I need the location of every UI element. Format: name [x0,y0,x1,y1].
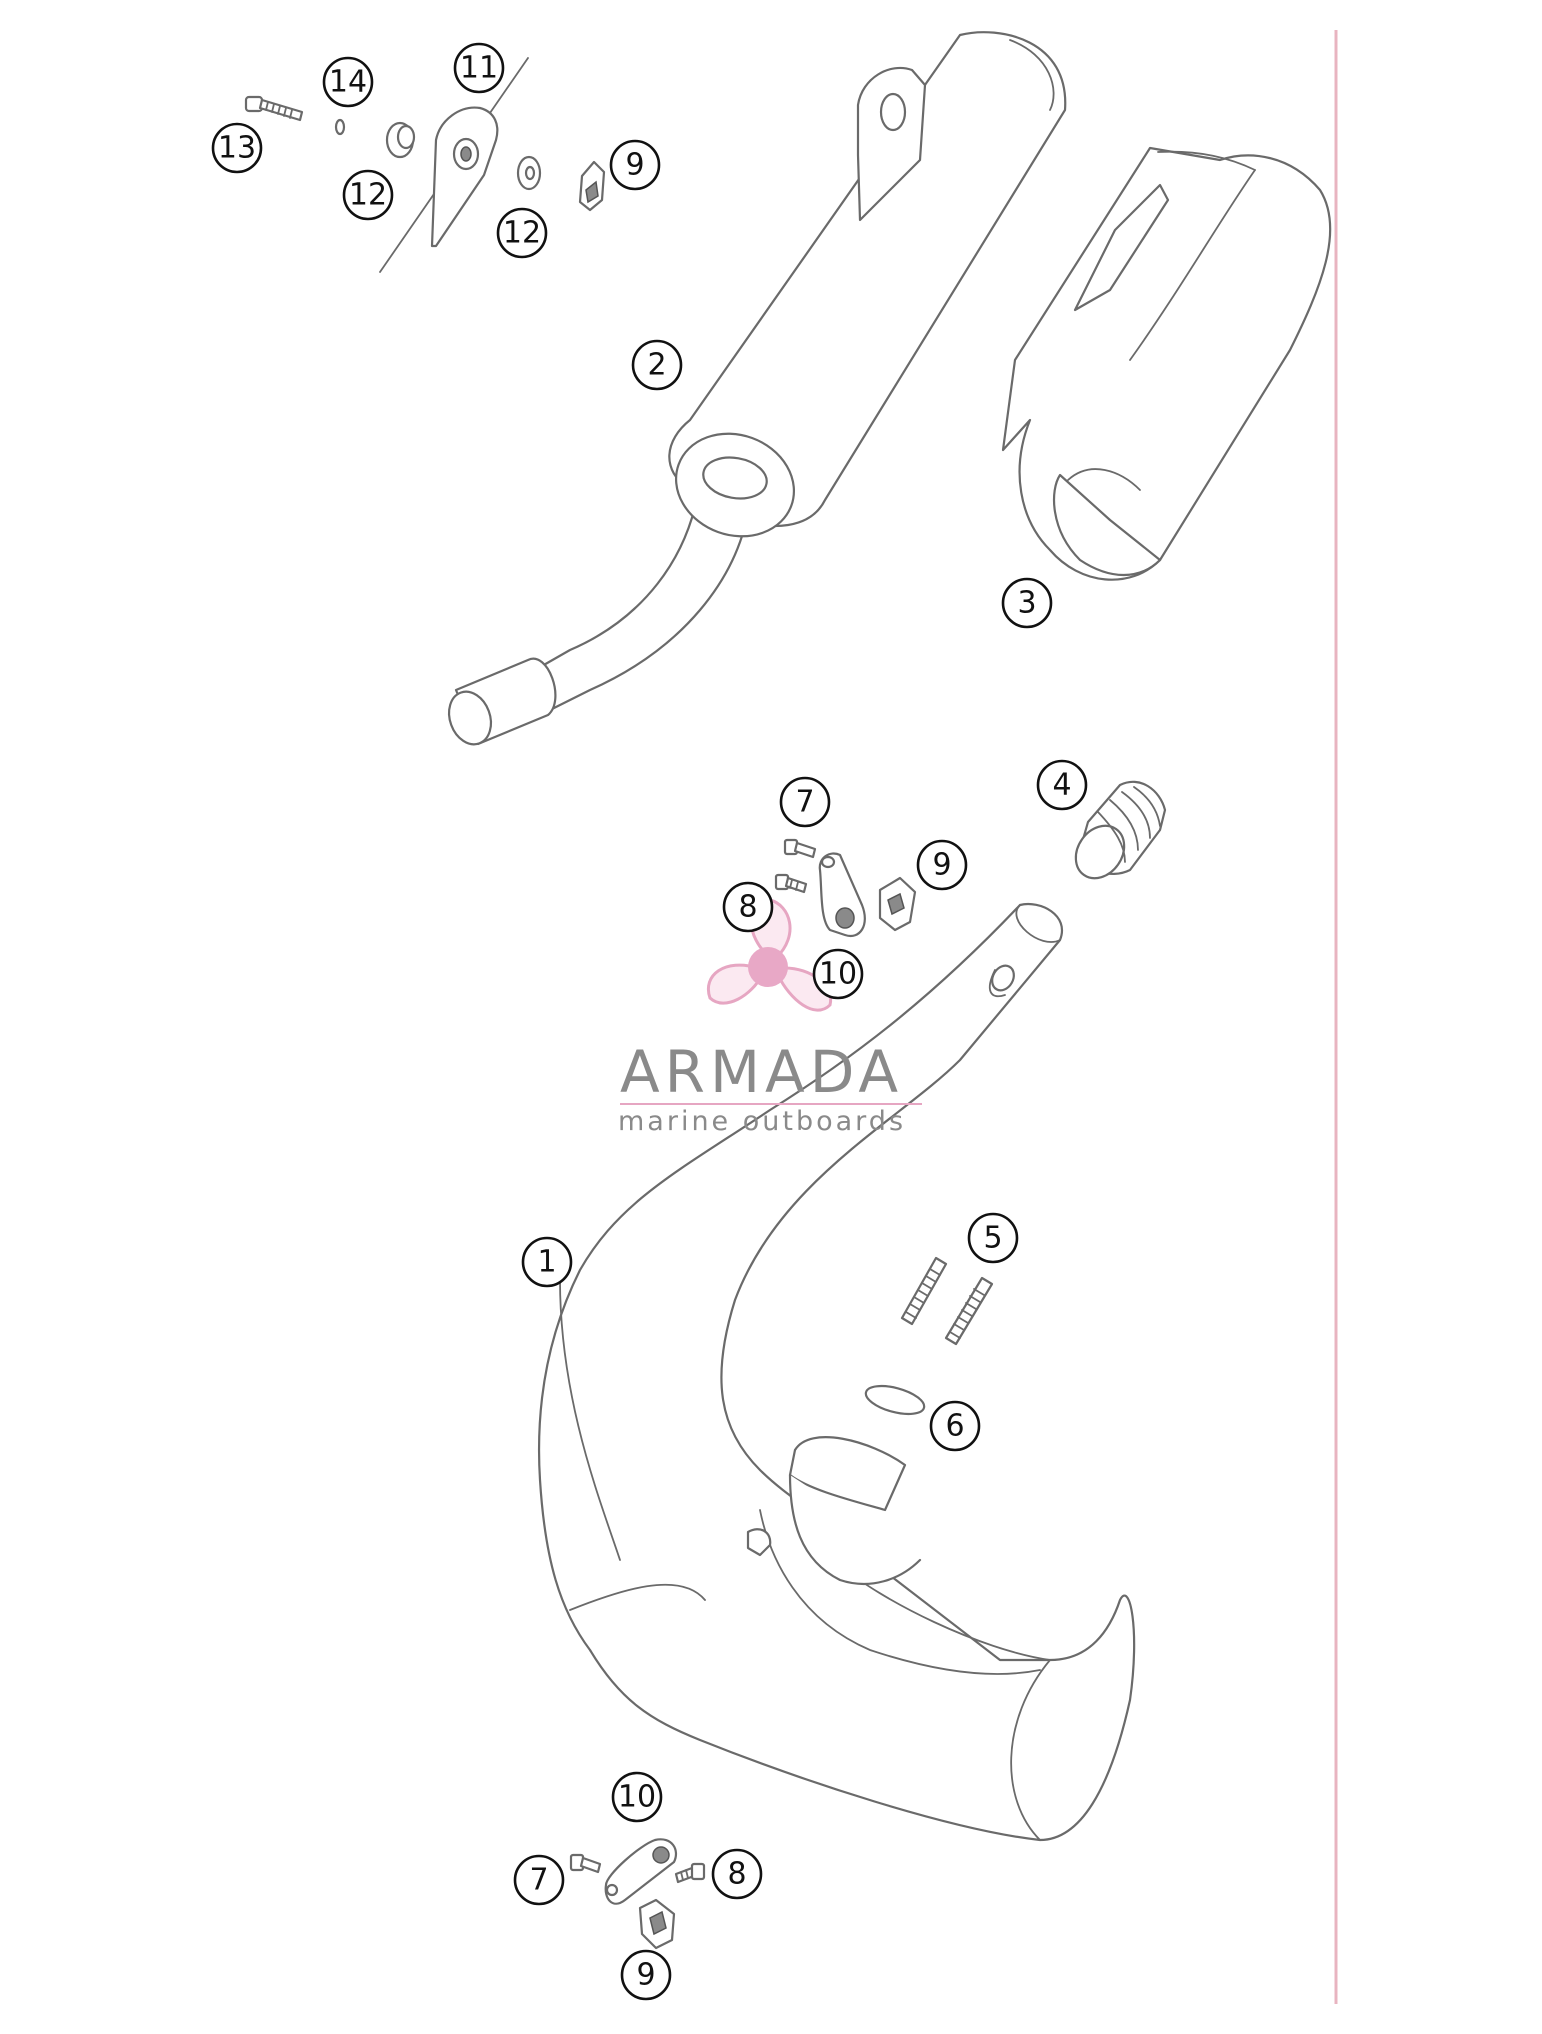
callout-1: 1 [521,1236,573,1288]
callout-10b: 10 [611,1771,663,1823]
svg-text:9: 9 [932,848,951,883]
clip-nut-9b [878,876,917,932]
svg-text:2: 2 [647,348,666,383]
svg-text:7: 7 [795,785,814,820]
callout-12a: 12 [342,169,394,221]
bushing-12a [385,121,416,159]
callout-13: 13 [211,122,263,174]
middle-hardware [774,838,917,938]
armada-logo: ARMADA marine outboards [618,898,922,1137]
silencer-mount-hardware [244,57,606,273]
svg-text:10: 10 [819,957,857,992]
svg-text:11: 11 [460,51,498,86]
svg-text:ARMADA: ARMADA [620,1038,903,1106]
bolt-7b [569,1853,602,1874]
svg-text:14: 14 [329,65,367,100]
svg-text:5: 5 [983,1221,1002,1256]
bolt-13 [244,95,304,122]
washer-14 [334,118,346,136]
bottom-hardware [569,1838,706,1950]
svg-text:7: 7 [529,1863,548,1898]
svg-text:1: 1 [537,1245,556,1280]
bracket-10a [818,852,866,938]
callout-5: 5 [967,1212,1019,1264]
callout-9a: 9 [609,139,661,191]
callout-7a: 7 [779,776,831,828]
clip-nut-9a [578,160,606,212]
svg-text:8: 8 [727,1857,746,1892]
bolt-7a [783,838,817,859]
svg-text:3: 3 [1017,586,1036,621]
callout-9c: 9 [620,1949,672,2001]
silencer-2 [447,31,1067,746]
callout-3: 3 [1001,577,1053,629]
svg-text:9: 9 [636,1958,655,1993]
callout-8b: 8 [711,1848,763,1900]
svg-text:12: 12 [503,216,541,251]
o-ring-6 [864,1384,926,1416]
callout-11: 11 [453,42,505,94]
callout-7b: 7 [513,1854,565,1906]
callout-8a: 8 [722,881,774,933]
svg-text:10: 10 [618,1780,656,1815]
clip-nut-9c [638,1898,676,1950]
springs-5 [900,1256,994,1346]
rubber-sleeve-4 [1074,780,1167,880]
callout-9b: 9 [916,839,968,891]
bolt-8a [774,873,808,894]
svg-text:12: 12 [349,178,387,213]
exhaust-pipe-1 [537,902,1136,1842]
svg-text:13: 13 [218,131,256,166]
silencer-guard-3 [1001,146,1332,581]
svg-text:9: 9 [625,148,644,183]
callout-2: 2 [631,339,683,391]
svg-text:marine outboards: marine outboards [618,1106,906,1137]
bracket-plate-11 [430,106,499,248]
svg-text:6: 6 [945,1409,964,1444]
callout-4: 4 [1036,759,1088,811]
callout-6: 6 [929,1400,981,1452]
bolt-8b [674,1862,706,1884]
bracket-10b [604,1838,678,1905]
callout-10a: 10 [812,948,864,1000]
callout-14: 14 [322,56,374,108]
svg-text:8: 8 [738,890,757,925]
washer-12b [516,155,542,191]
svg-text:4: 4 [1052,768,1071,803]
callout-12b: 12 [496,207,548,259]
